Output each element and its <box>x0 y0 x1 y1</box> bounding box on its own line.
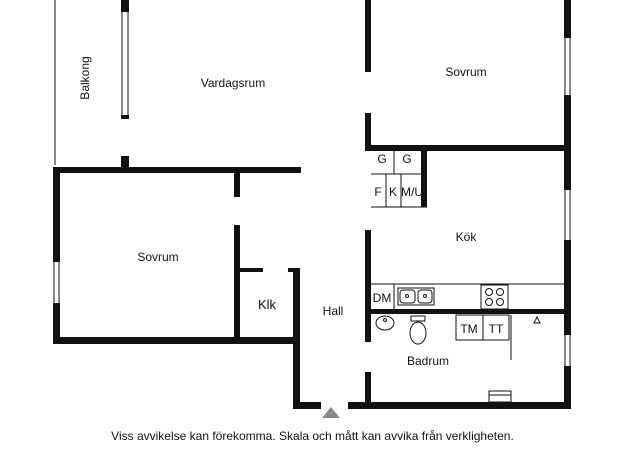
fixture-label-freezer: F <box>374 185 381 199</box>
room-label-hall: Hall <box>323 304 344 318</box>
fixture-label-g-1: G <box>377 152 386 166</box>
balcony-window <box>121 0 129 167</box>
bathroom-fixtures <box>375 314 541 403</box>
pantry-cabinets <box>371 151 427 208</box>
room-label-balkong: Balkong <box>78 56 92 99</box>
room-label-sovrum-left: Sovrum <box>137 250 178 264</box>
fixture-label-dryer: TT <box>489 322 504 336</box>
fixture-label-dishwasher: DM <box>373 291 392 305</box>
fixture-label-microwave-oven: M/U <box>401 185 423 199</box>
fixture-label-g-2: G <box>402 152 411 166</box>
room-label-kok: Kök <box>456 230 478 244</box>
windows <box>53 38 571 366</box>
fixture-label-washer: TM <box>460 322 477 336</box>
disclaimer-text: Viss avvikelse kan förekomma. Skala och … <box>111 429 514 443</box>
room-label-badrum: Badrum <box>407 354 449 368</box>
room-label-klk: Klk <box>258 297 277 312</box>
room-label-vardagsrum: Vardagsrum <box>201 76 265 90</box>
exterior-walls <box>53 0 571 409</box>
interior-walls <box>234 0 571 409</box>
fixture-label-fridge: K <box>389 185 397 199</box>
room-label-sovrum-right: Sovrum <box>445 65 486 79</box>
kitchen-counter <box>371 283 564 310</box>
entrance-arrow <box>322 407 340 418</box>
